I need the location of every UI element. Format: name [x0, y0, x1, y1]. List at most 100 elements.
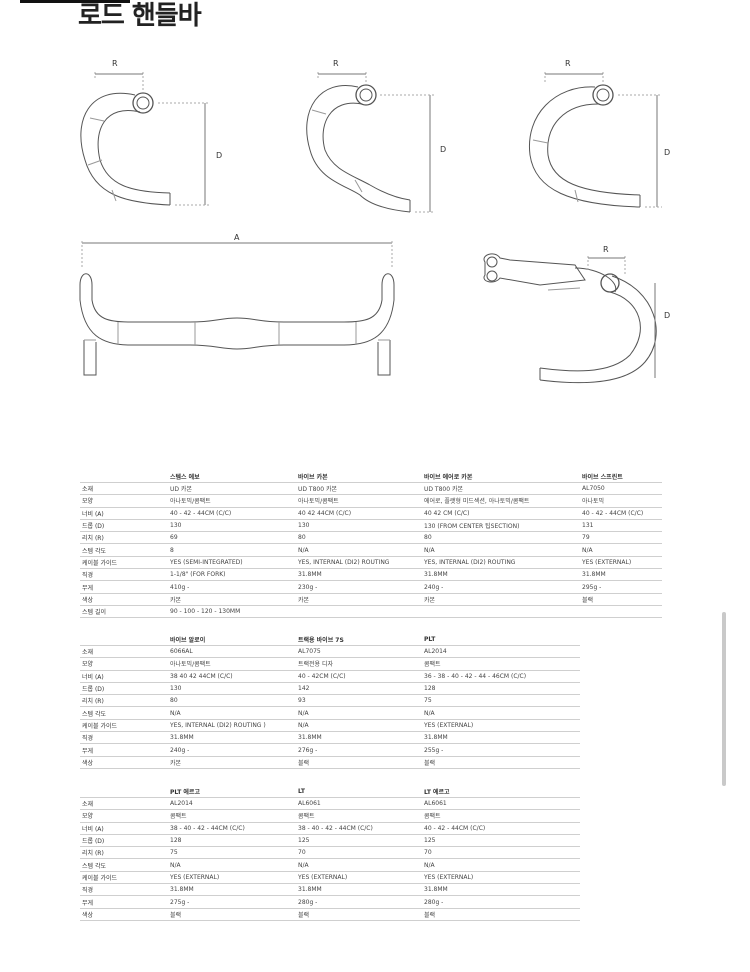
label-d-1: D: [216, 151, 222, 160]
table-cell: 230g -: [296, 580, 422, 594]
table-cell: 36 - 38 - 40 - 42 - 44 - 46CM (C/C): [422, 669, 580, 683]
table-cell: 콤팩트: [422, 657, 580, 671]
table-cell: [580, 604, 662, 619]
table-cell: 80: [168, 694, 296, 707]
label-d-2: D: [440, 145, 446, 154]
header-product: LT 에르고: [424, 789, 450, 796]
table-cell: YES, INTERNAL (DI2) ROUTING: [422, 555, 580, 569]
table-cell: N/A: [296, 706, 422, 720]
table-cell: N/A: [168, 706, 296, 720]
header-product: LT: [298, 788, 305, 795]
table-cell: N/A: [296, 858, 422, 872]
row-label: 모양: [80, 657, 168, 671]
table-cell: 31.8MM: [422, 883, 580, 896]
table-cell: 31.8MM: [168, 883, 296, 896]
header-corner: [80, 471, 168, 483]
table-cell: 콤팩트: [422, 809, 580, 823]
label-d-4: D: [664, 311, 670, 320]
table-cell: 69: [168, 531, 296, 544]
header-product: 스템스 에보: [170, 474, 200, 481]
table-cell: 40 - 42 - 44CM (C/C): [580, 506, 662, 520]
table-cell: 에어로, 플랫형 미드섹션, 아나토믹/콤팩트: [422, 494, 580, 508]
table-row: 너비 (A)38 40 42 44CM (C/C)40 - 42CM (C/C)…: [80, 669, 580, 683]
table-cell: 31.8MM: [168, 731, 296, 744]
row-label: 리치 (R): [80, 846, 168, 859]
top-bar: [20, 0, 130, 3]
scrollbar-thumb[interactable]: [722, 612, 726, 786]
table-cell: YES (EXTERNAL): [168, 870, 296, 884]
row-label: 직경: [80, 883, 168, 896]
table-cell: 142: [296, 681, 422, 695]
label-r-3: R: [565, 59, 571, 68]
table-cell: YES, INTERNAL (DI2) ROUTING: [296, 555, 422, 569]
table-cell: 125: [296, 833, 422, 847]
label-d-3: D: [664, 148, 670, 157]
table-cell: UD T800 카본: [422, 481, 580, 495]
table-cell: 40 - 42 - 44CM (C/C): [168, 506, 296, 520]
table-cell: 블랙: [296, 907, 422, 921]
table-cell: 콤팩트: [168, 809, 296, 823]
row-label: 스템 각도: [80, 706, 168, 720]
row-label: 스템 각도: [80, 858, 168, 872]
table-cell: 130 (FROM CENTER 팁SECTION): [422, 518, 580, 532]
table-cell: 블랙: [296, 755, 422, 769]
table-cell: 125: [422, 833, 580, 847]
table-cell: 6066AL: [168, 644, 296, 658]
handlebar-profile-3: [528, 72, 662, 208]
table-cell: 40 - 42CM (C/C): [296, 669, 422, 683]
row-label: 소재: [80, 796, 168, 810]
table-cell: AL6061: [296, 796, 422, 810]
table-cell: 79: [580, 531, 662, 544]
handlebar-front-view: [79, 241, 395, 376]
table-header-row: 스템스 에보 바이브 카본 바이브 에어로 카본 바이브 스프린트: [80, 471, 662, 483]
header-product: 트랙용 바이브 7S: [298, 637, 344, 644]
header-product: PLT: [424, 636, 436, 643]
table-cell: 31.8MM: [580, 568, 662, 581]
table-cell: YES (EXTERNAL): [422, 718, 580, 732]
table-cell: 38 40 42 44CM (C/C): [168, 669, 296, 683]
table-cell: 아나토믹/콤팩트: [168, 494, 296, 508]
row-label: 케이블 가이드: [80, 870, 168, 884]
table-cell: 31.8MM: [422, 568, 580, 581]
table-header-row: PLT 에르고 LT LT 에르고: [80, 786, 580, 798]
row-label: 리치 (R): [80, 531, 168, 544]
row-label: 너비 (A): [80, 669, 168, 683]
header-product: 바이브 카본: [298, 474, 328, 481]
table-cell: N/A: [422, 858, 580, 872]
label-r-1: R: [112, 59, 118, 68]
table-cell: N/A: [296, 718, 422, 732]
table-cell: 255g -: [422, 743, 580, 757]
table-cell: 카본: [296, 592, 422, 606]
table-cell: [422, 604, 580, 619]
table-cell: 90 - 100 - 120 - 130MM: [168, 604, 296, 619]
table-cell: YES (EXTERNAL): [580, 555, 662, 569]
table-cell: 블랙: [422, 907, 580, 921]
header-corner: [80, 634, 168, 646]
table-cell: AL7075: [296, 644, 422, 658]
table-row: 너비 (A)40 - 42 - 44CM (C/C)40 42 44CM (C/…: [80, 506, 662, 520]
row-label: 케이블 가이드: [80, 718, 168, 732]
table-cell: N/A: [168, 858, 296, 872]
row-label: 색상: [80, 755, 168, 769]
table-cell: AL6061: [422, 796, 580, 810]
table-cell: 70: [422, 846, 580, 859]
row-label: 리치 (R): [80, 694, 168, 707]
table-header-row: 바이브 알로이 트랙용 바이브 7S PLT: [80, 634, 580, 646]
row-label: 드롭 (D): [80, 681, 168, 695]
table-cell: 75: [168, 846, 296, 859]
